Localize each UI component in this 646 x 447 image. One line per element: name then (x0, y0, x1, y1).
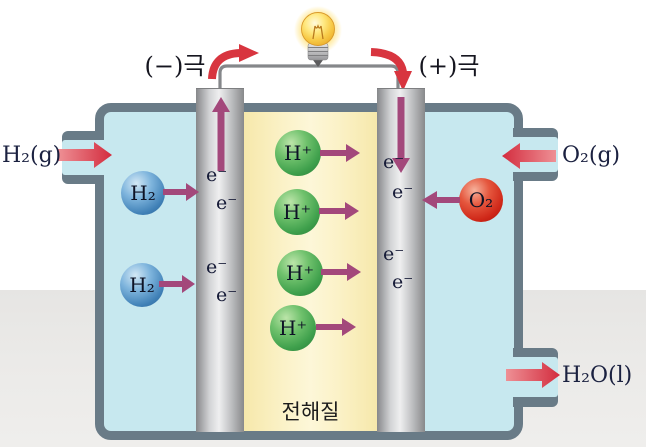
hydrogen-ion: H⁺ (274, 189, 320, 235)
oxygen-molecule: O₂ (459, 178, 503, 222)
circuit-wire (218, 64, 400, 96)
bulb-glow (286, 0, 350, 62)
ion-arrow (319, 202, 359, 220)
electron-label: e⁻ (392, 181, 414, 203)
electron-label: e⁻ (206, 164, 228, 186)
electron-label: e⁻ (383, 243, 405, 265)
electrolyte-label: 전해질 (281, 400, 340, 424)
negative-electrode-label: (−)극 (144, 52, 206, 80)
electron-label: e⁻ (206, 256, 228, 278)
electron-down-arrow (392, 97, 410, 173)
light-bulb-icon (301, 12, 335, 67)
electron-label: e⁻ (216, 192, 238, 214)
positive-electrode-label: (+)극 (418, 52, 480, 80)
oxygen-inflow-arrow (502, 143, 556, 169)
oxygen-motion-arrow (422, 191, 460, 209)
ion-arrow (321, 263, 361, 281)
hydrogen-ion: H⁺ (275, 130, 321, 176)
hydrogen-gas-label: H₂(g) (2, 143, 62, 168)
electron-label: e⁻ (392, 271, 414, 293)
hydrogen-ion: H⁺ (277, 250, 323, 296)
hydrogen-molecule: H₂ (121, 171, 165, 215)
water-label: H₂O(l) (562, 363, 633, 388)
ion-arrow (316, 318, 356, 336)
hydrogen-motion-arrow (159, 275, 195, 293)
electron-up-arrow (212, 97, 230, 171)
hydrogen-motion-arrow (163, 183, 199, 201)
water-outflow-arrow (506, 362, 560, 388)
hydrogen-molecule: H₂ (120, 263, 164, 307)
electron-label: e⁻ (216, 284, 238, 306)
electron-label: e⁻ (383, 151, 405, 173)
oxygen-gas-label: O₂(g) (562, 143, 621, 168)
hydrogen-ion: H⁺ (270, 305, 316, 351)
hydrogen-inflow-arrow (58, 142, 112, 168)
ion-arrow (320, 144, 360, 162)
